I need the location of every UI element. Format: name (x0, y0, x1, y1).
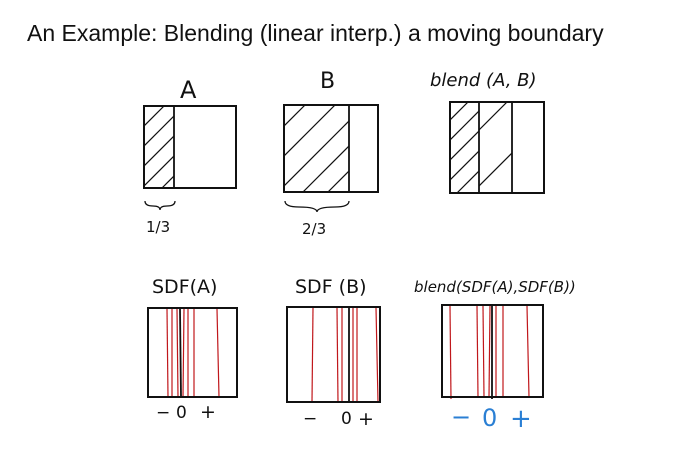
hatch-blend-sparse (479, 102, 512, 187)
label-blend: blend (A, B) (430, 70, 537, 91)
hatch-b (284, 105, 349, 192)
shape-blend: blend (A, B) (430, 70, 545, 194)
brace-a (144, 200, 176, 211)
label-sdf-blend: blend(SDF(A),SDF(B)) (414, 278, 576, 296)
label-sdf-a: SDF(A) (152, 276, 217, 298)
sdf-a-minus: − (156, 403, 170, 423)
sdf-blend: blend(SDF(A),SDF(B)) − 0 + (414, 278, 576, 434)
blend-minus: − (451, 403, 471, 431)
brace-b (284, 200, 350, 213)
slide-title: An Example: Blending (linear interp.) a … (27, 20, 604, 46)
blend-zero: 0 (482, 404, 497, 432)
label-sdf-b: SDF (B) (295, 276, 367, 298)
fraction-a: 1/3 (146, 218, 170, 236)
blend-plus: + (510, 404, 532, 434)
label-a: A (180, 76, 197, 104)
sdf-b-plus: + (358, 408, 374, 430)
sdf-b-zero: 0 (341, 409, 352, 429)
sdf-a-plus: + (200, 401, 216, 423)
sdf-b: SDF (B) − 0 + (286, 276, 381, 430)
shape-a: A 1/3 (143, 76, 237, 236)
sdf-a-zero: 0 (176, 403, 187, 423)
shape-b: B 2/3 (283, 69, 379, 238)
sdf-b-minus: − (303, 409, 317, 429)
sdf-a: SDF(A) − 0 + (147, 276, 238, 423)
label-b: B (320, 69, 335, 94)
fraction-b: 2/3 (302, 220, 326, 238)
